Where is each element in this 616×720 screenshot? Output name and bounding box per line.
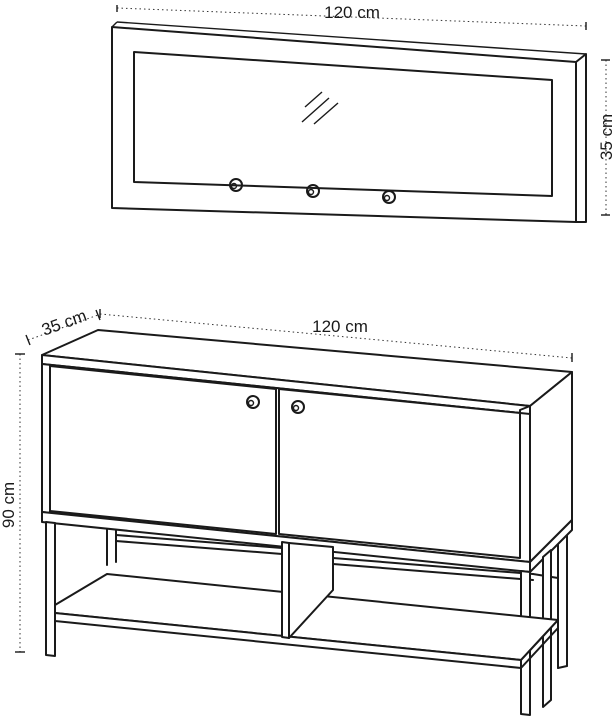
console-back-frame — [106, 521, 568, 669]
console-cabinet: 35 cm 120 cm 90 cm — [0, 306, 573, 716]
console-depth-label: 35 cm — [39, 306, 89, 340]
console-width-dimension: 120 cm — [99, 309, 573, 362]
console-width-label: 120 cm — [312, 317, 368, 336]
wall-mirror: 120 cm 35 cm — [111, 3, 616, 223]
front-left-leg — [45, 521, 56, 657]
mirror-frame — [111, 26, 577, 223]
mirror-height-dimension: 35 cm — [597, 59, 616, 216]
mirror-hooks — [229, 178, 396, 204]
reflection-marks — [301, 91, 339, 125]
console-height-label: 90 cm — [0, 482, 18, 528]
mirror-width-label: 120 cm — [324, 3, 380, 22]
mirror-glass — [133, 51, 553, 197]
center-divider — [281, 541, 290, 639]
mirror-width-dimension: 120 cm — [116, 3, 587, 30]
left-door — [49, 365, 277, 535]
mirror-height-label: 35 cm — [597, 114, 616, 160]
console-height-dimension: 90 cm — [0, 353, 25, 653]
door-knobs — [246, 395, 305, 414]
right-door — [278, 388, 521, 559]
